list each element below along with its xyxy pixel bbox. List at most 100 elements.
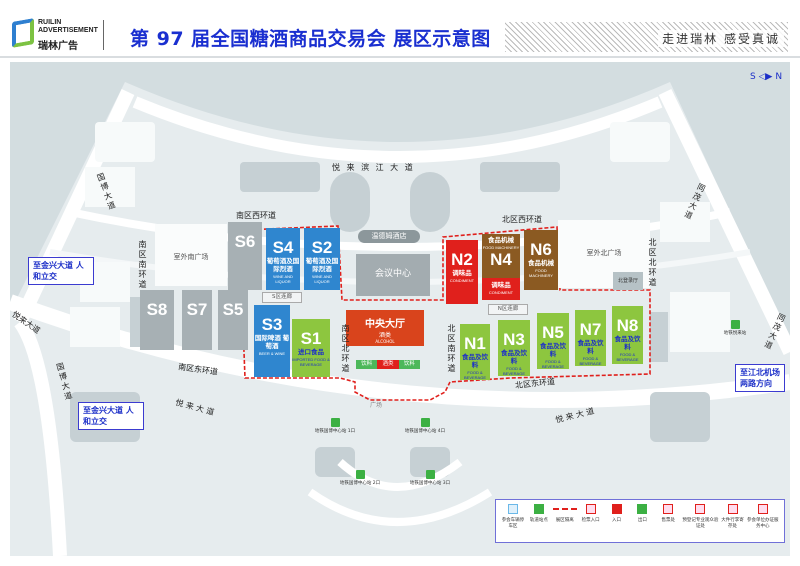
metro-yuelai: 地铁悦来站 [715,320,755,336]
hall-id: S7 [186,300,208,319]
metro-exit-2: 地铁国博中心站 2口 [335,470,385,486]
legend: 参会车辆停车区 轨道站点 展区隔离 检票入口 入口 出口 售票处 预登记专业观众… [495,499,785,543]
divider [103,20,104,50]
hall-s5[interactable]: S5 [218,290,248,350]
legend-service-center: 参会单位办证服务中心 [745,504,780,542]
legend-entrance: 入口 [604,504,630,542]
hall-category: 葡萄酒及国际烈酒 [266,258,300,273]
hall-id: N3 [503,330,525,349]
hall-category-en: BEER & WINE [258,351,286,356]
entrance-icon [611,504,622,514]
metro-icon [330,418,340,427]
preregistration-icon [695,504,706,514]
logo-text-en: RUILIN ADVERTISEMENT [38,19,98,34]
tongmao-road [658,88,790,356]
logo-text-cn: 瑞林广告 [38,41,78,52]
central-hall-category-en: ALCOHOL [375,339,395,344]
south-corridor: S区连廊 [262,292,302,303]
metro-icon [730,320,740,329]
hall-s8[interactable]: S8 [140,290,174,350]
hall-category-en: FOOD & BEVERAGE [502,366,525,376]
central-hall-category: 酒类 [378,332,391,339]
metro-label: 地铁国博中心站 3口 [409,481,451,486]
conference-center[interactable]: 会议中心 [356,254,430,296]
hall-id: S1 [300,329,322,348]
hall-id: N8 [616,316,639,335]
ticket-entrance-icon [585,504,596,514]
slogan: 走进瑞林 感受真诚 [658,30,784,47]
hall-category: 食品及饮料 [540,343,566,358]
compass-arrow-icon: ◁▶ [758,72,773,82]
metro-label: 地铁国博中心站 2口 [339,481,381,486]
hall-category: 食品及饮料 [462,354,488,369]
legend-ticket-entrance: 检票入口 [578,504,604,542]
metro-icon [355,470,365,479]
direction-callout-jinxing-2: 至金兴大道 人和立交 [78,402,144,430]
hall-id: N1 [464,334,486,353]
page-title: 第 97 届全国糖酒商品交易会 展区示意图 [130,28,491,50]
road-south-west-ring: 南区西环道 [236,211,276,220]
metro-exit-4: 地铁国博中心站 4口 [400,418,450,434]
metro-icon [533,504,544,514]
hall-category: 食品及饮料 [501,350,527,365]
north-corridor: N区连廊 [488,304,528,315]
road-north-west-ring: 北区西环道 [502,215,542,224]
hall-id: S4 [272,238,294,257]
central-hall-name: 中央大厅 [365,319,405,330]
road-binjiang: 悦 来 滨 江 大 道 [332,163,415,172]
north-lobby: 北登录厅 [613,272,643,290]
hall-category-en: FOOD MACHINERY [482,245,520,250]
hotel[interactable]: 温德姆酒店 [358,230,420,243]
metro-exit-3: 地铁国博中心站 3口 [405,470,455,486]
hall-s6[interactable]: S6 [228,222,262,290]
legend-parking: 参会车辆停车区 [500,504,526,542]
metro-icon [420,418,430,427]
direction-callout-jinxing-1: 至金兴大道 人和立交 [28,257,94,285]
square-label: 广场 [370,402,383,409]
central-bar: 饮料 酒类 饮料 [356,360,420,369]
legend-ticket-office: 售票处 [655,504,681,542]
dashed-line-icon [552,508,577,514]
road-north-south-ring: 北区南环道 [447,324,456,373]
metro-icon [425,470,435,479]
bar-right: 饮料 [398,360,420,369]
hall-category-en: WINE AND LIQUOR [312,274,332,284]
central-hall[interactable]: 中央大厅 酒类 ALCOHOL [346,310,424,346]
hall-category: 葡萄酒及国际烈酒 [305,258,339,273]
hall-category: 国际啤酒 葡萄酒 [254,335,290,350]
hall-category: 进口食品 [298,349,324,356]
hall-s7[interactable]: S7 [182,290,212,350]
south-plaza: 室外南广场 [155,224,227,286]
hall-id: S5 [222,300,244,319]
logo-icon [12,18,34,48]
compass: S ◁▶ N [750,72,782,82]
hall-id: N5 [542,323,564,342]
exhibition-map[interactable]: S ◁▶ N 室外南广场 室外北广场 温德姆酒店 会议中心 中央大厅 酒类 AL… [10,62,790,556]
hall-category-en: FOOD & BEVERAGE [616,352,639,362]
hall-category-en: IMPORTED FOOD & BEVERAGE [292,357,330,367]
hall-category-2: 调味品 [491,282,511,289]
bar-left: 饮料 [356,360,378,369]
metro-label: 地铁国博中心站 1口 [314,429,356,434]
hall-id: N4 [490,250,512,269]
hall-category-en: FOOD & BEVERAGE [541,359,564,369]
hall-id: S2 [311,238,333,257]
metro-exit-1: 地铁国博中心站 1口 [310,418,360,434]
luggage-icon [727,504,738,514]
legend-luggage: 大件行李寄存处 [720,504,746,542]
exhibition-boundary [241,225,651,401]
service-center-icon [757,504,768,514]
hall-category: 食品机械 [528,260,554,267]
